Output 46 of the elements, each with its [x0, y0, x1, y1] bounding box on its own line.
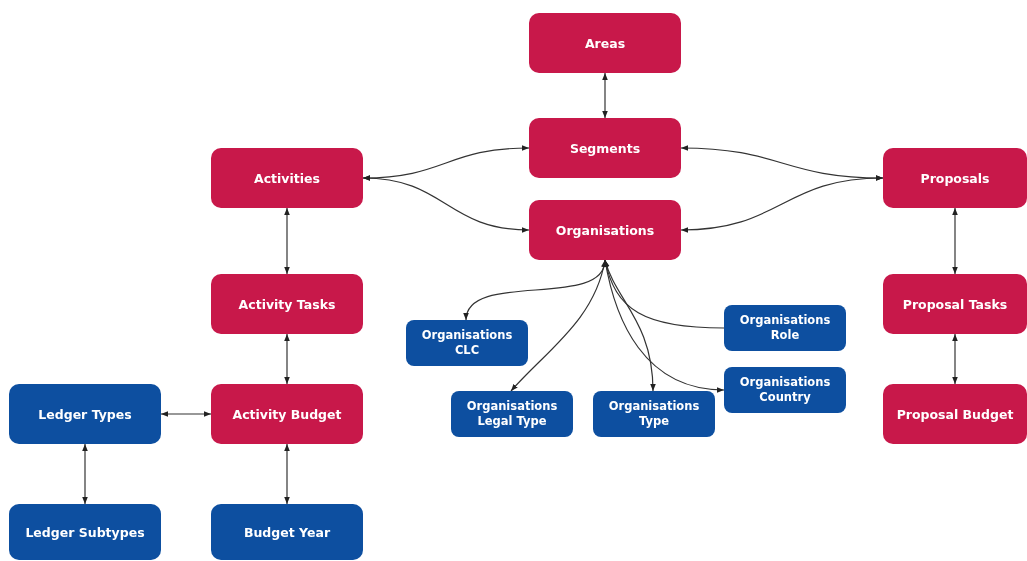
entity-label: Organisations CLC	[420, 328, 514, 358]
arrow	[680, 175, 884, 233]
entity-label: Budget Year	[243, 524, 331, 540]
arrow	[952, 207, 958, 275]
arrow	[160, 411, 212, 417]
entity-label: Activities	[254, 170, 320, 186]
entity-box	[9, 504, 161, 560]
entity-label: Areas	[584, 35, 626, 51]
entity-box	[529, 13, 681, 73]
entity-label: Segments	[569, 140, 641, 156]
entity-box	[406, 320, 528, 366]
arrow	[603, 259, 725, 329]
entity-box	[883, 148, 1027, 208]
entity-label: Activity Budget	[232, 406, 342, 422]
arrow	[510, 259, 607, 392]
entity-box	[9, 384, 161, 444]
arrow	[284, 443, 290, 505]
entity-label: Proposals	[920, 170, 990, 186]
arrow	[952, 333, 958, 385]
entity-box	[593, 391, 715, 437]
entity-label: Organisations Role	[738, 313, 832, 343]
entity-box	[724, 305, 846, 351]
entity-label: Activity Tasks	[238, 296, 336, 312]
arrow	[602, 72, 608, 119]
arrow	[284, 333, 290, 385]
entity-box	[883, 274, 1027, 334]
entity-box	[211, 384, 363, 444]
entity-label: Proposal Budget	[896, 406, 1014, 422]
entity-box	[529, 200, 681, 260]
entity-label: Ledger Subtypes	[25, 524, 145, 540]
arrow	[284, 207, 290, 275]
entity-box	[211, 504, 363, 560]
arrow	[362, 175, 530, 233]
entity-label: Organisations Country	[738, 375, 832, 405]
entity-box	[211, 148, 363, 208]
arrow	[82, 443, 88, 505]
entity-label: Proposal Tasks	[902, 296, 1008, 312]
entity-box	[211, 274, 363, 334]
entity-label: Organisations Legal Type	[465, 399, 559, 429]
entity-box	[451, 391, 573, 437]
entity-label: Ledger Types	[38, 406, 132, 422]
entity-box	[724, 367, 846, 413]
entity-label: Organisations	[555, 222, 655, 238]
entity-box	[883, 384, 1027, 444]
entity-label: Organisations Type	[607, 399, 701, 429]
entity-box	[529, 118, 681, 178]
